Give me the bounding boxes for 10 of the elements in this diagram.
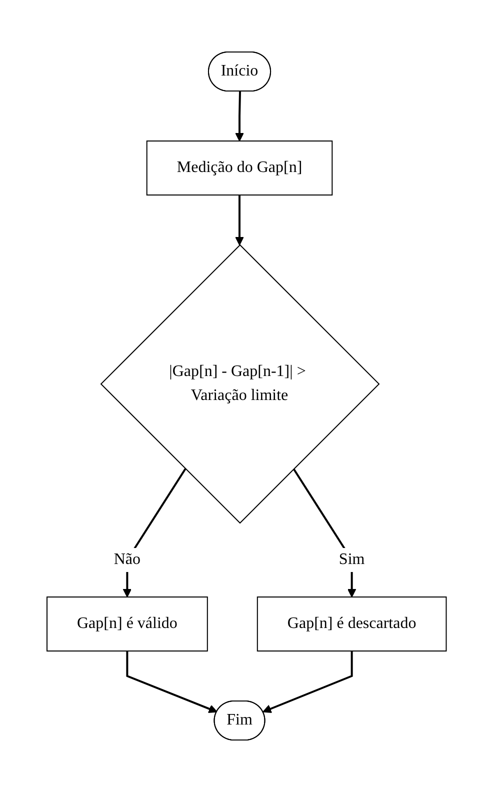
node-box: Gap[n] é válido [46,596,208,652]
arrow [234,195,244,246]
edge-label: Sim [338,551,365,568]
node-box: Gap[n] é descartado [256,596,447,652]
arrow [262,651,353,713]
node-diamond: |Gap[n] - Gap[n-1]| > Variação limite [100,244,380,524]
arrow [234,91,244,142]
node-box: Medição do Gap[n] [146,140,333,196]
arrow [126,651,218,714]
edge-label: Não [114,551,140,568]
